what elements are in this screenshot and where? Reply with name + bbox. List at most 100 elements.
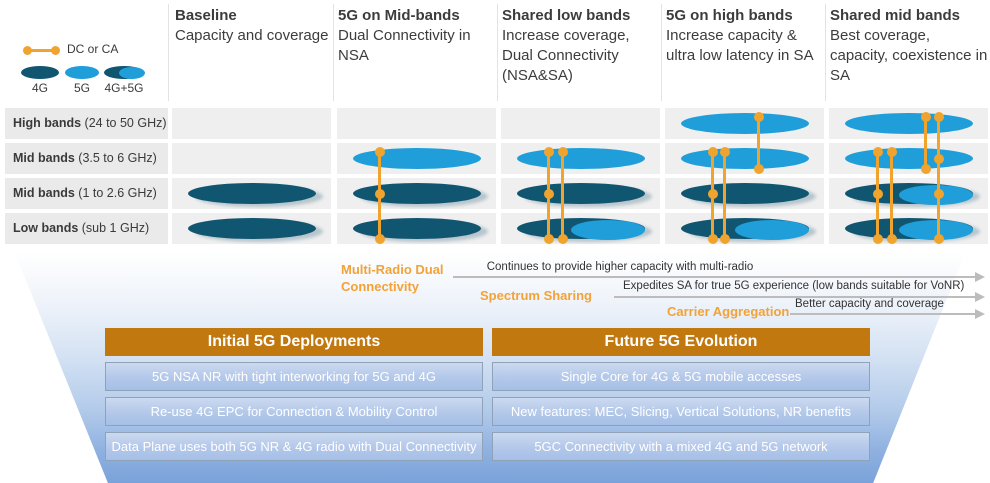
- column-subtitle: Best coverage, capacity, coexistence in …: [830, 27, 988, 84]
- coverage-ellipse-5g-overlay: [570, 220, 645, 240]
- dc-connector-dot-icon: [920, 111, 931, 122]
- header-separator: [661, 4, 662, 101]
- annotation-label-spectrum-sharing: Spectrum Sharing: [480, 288, 592, 303]
- coverage-ellipse-4g: [680, 183, 809, 204]
- dc-connector-line: [561, 151, 564, 239]
- coverage-ellipse-4g: [516, 183, 645, 204]
- column-title: 5G on high bands: [666, 7, 793, 24]
- dc-connector-dot-icon: [543, 233, 554, 244]
- band-range: (sub 1 GHz): [81, 221, 150, 235]
- legend: DC or CA 4G 5G 4G+5G: [0, 0, 168, 105]
- band-cell: [172, 143, 331, 174]
- coverage-ellipse-5g: [352, 148, 481, 169]
- dc-connector-line: [757, 116, 760, 169]
- dc-connector-dot-icon: [872, 146, 883, 157]
- funnel-row: 5G NSA NR with tight interworking for 5G…: [105, 362, 483, 391]
- legend-5g-ellipse-icon: [65, 66, 99, 79]
- coverage-ellipse-4g: [187, 218, 316, 239]
- dc-connector-dot-icon: [557, 233, 568, 244]
- dc-connector-dot-icon: [753, 163, 764, 174]
- dc-connector-dot-icon: [886, 233, 897, 244]
- dc-connector-line: [890, 151, 893, 239]
- band-cell: [172, 108, 331, 139]
- funnel-row: New features: MEC, Slicing, Vertical Sol…: [492, 397, 870, 426]
- coverage-ellipse-5g: [680, 113, 809, 134]
- dc-connector-line: [924, 116, 927, 169]
- annotation-text-spectrum-sharing: Expedites SA for true 5G experience (low…: [623, 280, 965, 292]
- annotation-arrow-line: [453, 276, 975, 278]
- band-name: Low bands: [13, 221, 79, 235]
- dc-connector-dot-icon: [707, 188, 718, 199]
- dc-connector-dot-icon: [543, 188, 554, 199]
- column-title: Baseline: [175, 7, 237, 24]
- annotation-text-multi-radio-dc: Continues to provide higher capacity wit…: [486, 261, 754, 273]
- column-title: Shared mid bands: [830, 7, 961, 24]
- column-title: 5G on Mid-bands: [338, 7, 460, 24]
- column-header-shared-mid-bands: Shared mid bands Best coverage, capacity…: [830, 6, 990, 86]
- dc-connector-dot-icon: [872, 233, 883, 244]
- funnel-header-initial-5g: Initial 5G Deployments: [105, 328, 483, 356]
- dc-connector-dot-icon: [719, 146, 730, 157]
- band-row-label-high: High bands (24 to 50 GHz): [5, 108, 168, 139]
- funnel-row: Re-use 4G EPC for Connection & Mobility …: [105, 397, 483, 426]
- band-range: (3.5 to 6 GHz): [78, 151, 157, 165]
- dumbbell-dot-icon: [51, 46, 60, 55]
- annotation-label-multi-radio-dc: Multi-Radio Dual Connectivity: [341, 262, 444, 294]
- band-name: High bands: [13, 116, 82, 130]
- dc-connector-dot-icon: [920, 163, 931, 174]
- coverage-ellipse-5g-overlay: [898, 220, 973, 240]
- legend-item-4g5g-label: 4G+5G: [104, 81, 144, 95]
- header-separator: [168, 4, 169, 101]
- coverage-ellipse-5g: [680, 148, 809, 169]
- funnel-column-future-5g: Future 5G Evolution Single Core for 4G &…: [492, 328, 870, 461]
- annotation-arrowhead-icon: [975, 309, 985, 319]
- annotation-arrow-line: [790, 313, 975, 315]
- funnel-row: Data Plane uses both 5G NR & 4G radio wi…: [105, 432, 483, 461]
- band-name: Mid bands: [13, 186, 75, 200]
- annotation-text-carrier-aggregation: Better capacity and coverage: [795, 298, 944, 310]
- dc-connector-dot-icon: [557, 146, 568, 157]
- dc-connector-dot-icon: [933, 111, 944, 122]
- column-header-shared-low-bands: Shared low bands Increase coverage, Dual…: [502, 6, 662, 86]
- column-header-5g-mid-bands: 5G on Mid-bands Dual Connectivity in NSA: [338, 6, 498, 66]
- header-separator: [497, 4, 498, 101]
- coverage-ellipse-4g: [352, 218, 481, 239]
- funnel-row: Single Core for 4G & 5G mobile accesses: [492, 362, 870, 391]
- column-header-baseline: Baseline Capacity and coverage: [175, 6, 335, 46]
- column-header-5g-high-bands: 5G on high bands Increase capacity & ult…: [666, 6, 826, 66]
- funnel-column-initial-5g: Initial 5G Deployments 5G NSA NR with ti…: [105, 328, 483, 461]
- coverage-ellipse-5g: [844, 148, 973, 169]
- dc-connector-line: [723, 151, 726, 239]
- coverage-ellipse-5g: [844, 113, 973, 134]
- legend-4g5g-overlay-icon: [119, 67, 145, 79]
- funnel-row: 5GC Connectivity with a mixed 4G and 5G …: [492, 432, 870, 461]
- dc-ca-connector-icon: [23, 46, 60, 55]
- band-row-label-mid-lower: Mid bands (1 to 2.6 GHz): [5, 178, 168, 209]
- annotation-arrowhead-icon: [975, 272, 985, 282]
- dc-connector-line: [937, 116, 940, 239]
- dc-connector-dot-icon: [753, 111, 764, 122]
- header-separator: [825, 4, 826, 101]
- dc-connector-dot-icon: [719, 233, 730, 244]
- dc-connector-dot-icon: [543, 146, 554, 157]
- legend-dc-ca-label: DC or CA: [67, 42, 119, 56]
- legend-item-4g-label: 4G: [31, 81, 48, 95]
- dc-connector-dot-icon: [707, 146, 718, 157]
- annotation-label-carrier-aggregation: Carrier Aggregation: [667, 304, 790, 319]
- column-subtitle: Increase capacity & ultra low latency in…: [666, 27, 814, 64]
- dc-connector-dot-icon: [933, 153, 944, 164]
- band-row-label-low: Low bands (sub 1 GHz): [5, 213, 168, 244]
- dumbbell-line: [26, 49, 57, 52]
- column-subtitle: Increase coverage, Dual Connectivity (NS…: [502, 27, 630, 84]
- dc-connector-dot-icon: [707, 233, 718, 244]
- column-title: Shared low bands: [502, 7, 631, 24]
- coverage-ellipse-5g-overlay: [734, 220, 809, 240]
- column-subtitle: Capacity and coverage: [175, 27, 329, 44]
- column-subtitle: Dual Connectivity in NSA: [338, 27, 471, 64]
- funnel-header-future-5g: Future 5G Evolution: [492, 328, 870, 356]
- annotation-arrow-line: [614, 296, 975, 298]
- dc-connector-dot-icon: [933, 233, 944, 244]
- band-row-label-mid-upper: Mid bands (3.5 to 6 GHz): [5, 143, 168, 174]
- band-name: Mid bands: [13, 151, 75, 165]
- annotation-arrowhead-icon: [975, 292, 985, 302]
